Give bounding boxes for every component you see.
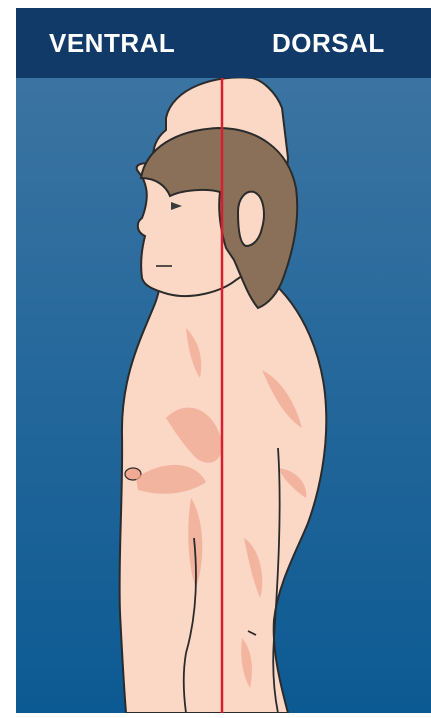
human-profile-figure [16,78,431,713]
header-bar: VENTRAL DORSAL [16,8,431,78]
ventral-label: VENTRAL [49,28,175,59]
anatomy-panel: VENTRAL DORSAL [16,8,431,713]
dorsal-label: DORSAL [272,28,385,59]
